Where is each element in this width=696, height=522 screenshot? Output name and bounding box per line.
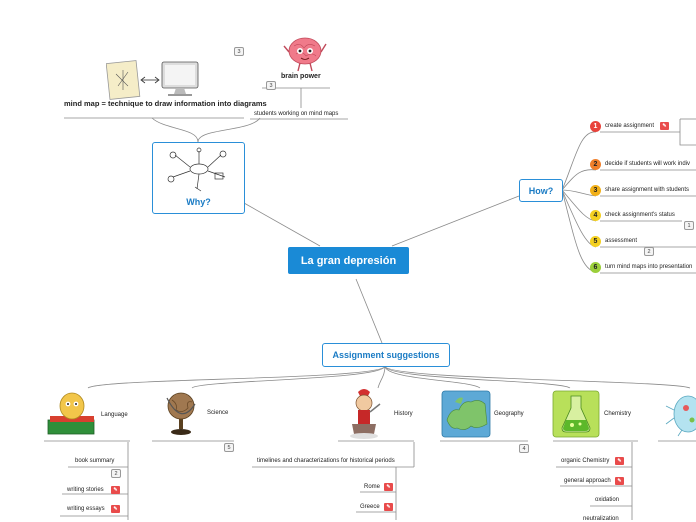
language-item-writing-stories[interactable]: writing stories [67,487,104,493]
why-child-mind-map-definition[interactable]: mind map = technique to draw information… [64,99,267,108]
globe-icon [166,392,196,435]
subject-history[interactable]: History [394,411,413,417]
note-icon[interactable]: ✎ [660,122,669,130]
history-item-greece[interactable]: Greece [360,504,380,510]
science-count[interactable]: 5 [224,443,234,452]
step-2-number-icon: 2 [590,159,601,170]
chemistry-item-organic[interactable]: organic Chemistry [561,458,610,464]
step-6-number-icon: 6 [590,262,601,273]
knight-icon [350,389,381,439]
mind-map-sketch-icon [167,147,227,192]
subject-language[interactable]: Language [101,412,128,418]
how-step-6[interactable]: turn mind maps into presentation [605,264,693,270]
how-step-3[interactable]: share assignment with students [605,187,690,193]
language-item-writing-essays[interactable]: writing essays [67,506,105,512]
why-collapsed-count[interactable]: 3 [234,47,244,56]
geography-count[interactable]: 4 [519,444,529,453]
paper-to-computer-icon [106,60,199,100]
language-item-book-summary[interactable]: book summary [75,458,115,464]
chemistry-item-neutralization[interactable]: neutralization [583,516,619,522]
note-icon[interactable]: ✎ [384,483,393,491]
how-step-5[interactable]: assessment [605,238,638,244]
step-1-number-icon: 1 [590,121,601,132]
subject-science[interactable]: Science [207,410,229,416]
book-summary-count[interactable]: 2 [111,469,121,478]
step-5-number-icon: 5 [590,236,601,247]
why-title: Why? [186,197,211,207]
how-step-4[interactable]: check assignment's status [605,212,675,218]
how-step-1[interactable]: create assignment [605,123,655,129]
step-4-number-icon: 4 [590,210,601,221]
note-icon[interactable]: ✎ [111,505,120,513]
note-icon[interactable]: ✎ [615,477,624,485]
subject-geography[interactable]: Geography [494,411,524,417]
bacteria-icon [665,395,696,437]
language-book-icon [47,390,95,435]
europe-map-icon [441,390,491,438]
note-icon[interactable]: ✎ [384,503,393,511]
note-icon[interactable]: ✎ [111,486,120,494]
history-item-timelines[interactable]: timelines and characterizations for hist… [257,458,395,464]
chemistry-item-general-approach[interactable]: general approach [564,478,611,484]
subject-chemistry[interactable]: Chemistry [604,411,632,417]
brain-icon [283,37,327,72]
flask-icon [552,390,600,438]
brain-power-count[interactable]: 3 [266,81,276,90]
how-node[interactable]: How? [519,179,563,202]
why-child-students-working[interactable]: students working on mind maps [254,111,339,117]
why-node[interactable]: Why? [152,142,245,214]
central-topic[interactable]: La gran depresión [288,247,409,274]
step-4-count[interactable]: 1 [684,221,694,230]
step-5-count[interactable]: 2 [644,247,654,256]
step-3-number-icon: 3 [590,185,601,196]
how-step-2[interactable]: decide if students will work indiv [605,161,691,167]
note-icon[interactable]: ✎ [615,457,624,465]
history-item-rome[interactable]: Rome [364,484,381,490]
chemistry-item-oxidation[interactable]: oxidation [595,497,620,503]
why-child-brain-power[interactable]: brain power [281,73,321,80]
assignment-suggestions-node[interactable]: Assignment suggestions [322,343,450,367]
